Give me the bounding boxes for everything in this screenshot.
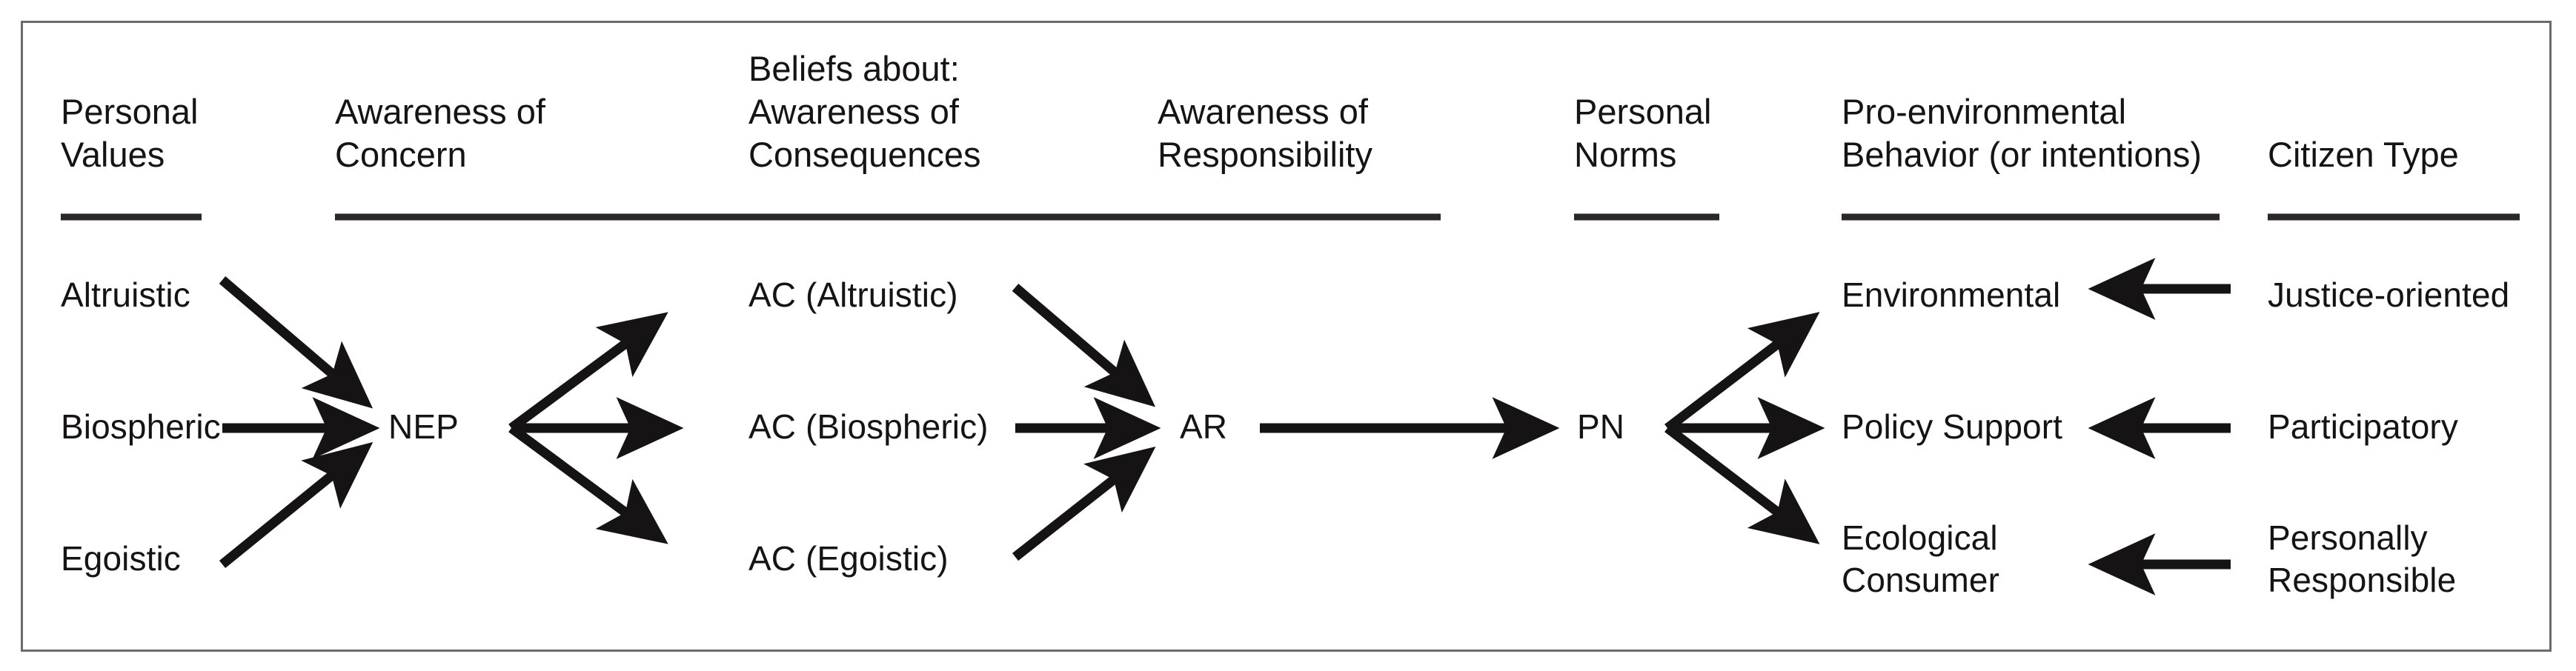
node-label-line: Consumer — [1842, 561, 1999, 599]
node-nep: NEP — [388, 407, 459, 446]
node-ar: AR — [1180, 407, 1228, 446]
header-line: Citizen Type — [2268, 135, 2459, 174]
column-header-awareness-of-responsibility: Awareness of Responsibility — [1158, 90, 1372, 176]
node-ac-egoistic: AC (Egoistic) — [748, 539, 949, 578]
node-label-line: Personally — [2268, 518, 2428, 557]
node-biospheric: Biospheric — [61, 407, 221, 446]
header-line: Pro-environmental — [1842, 92, 2127, 131]
node-label-line: Ecological — [1842, 518, 1998, 557]
node-pn: PN — [1577, 407, 1625, 446]
node-label-line: Responsible — [2268, 561, 2457, 599]
node-egoistic: Egoistic — [61, 539, 181, 578]
column-header-beliefs-about-consequences: Beliefs about: Awareness of Consequences — [748, 47, 981, 176]
header-line: Personal — [1574, 92, 1712, 131]
header-line: Beliefs about: — [748, 49, 960, 88]
node-environmental: Environmental — [1842, 276, 2061, 314]
node-participatory: Participatory — [2268, 407, 2458, 446]
column-header-citizen-type: Citizen Type — [2268, 133, 2459, 176]
header-line: Consequences — [748, 135, 981, 174]
header-line: Values — [61, 135, 165, 174]
header-line: Responsibility — [1158, 135, 1372, 174]
node-justice-oriented: Justice-oriented — [2268, 276, 2510, 314]
node-ac-biospheric: AC (Biospheric) — [748, 407, 989, 446]
node-altruistic: Altruistic — [61, 276, 190, 314]
node-ac-altruistic: AC (Altruistic) — [748, 276, 958, 314]
header-line: Norms — [1574, 135, 1677, 174]
node-policy-support: Policy Support — [1842, 407, 2062, 446]
header-line: Behavior (or intentions) — [1842, 135, 2202, 174]
header-line: Awareness of — [1158, 92, 1368, 131]
header-line: Awareness of — [748, 92, 959, 131]
column-header-awareness-of-concern: Awareness of Concern — [335, 90, 545, 176]
header-line: Concern — [335, 135, 467, 174]
header-line: Awareness of — [335, 92, 545, 131]
header-line: Personal — [61, 92, 199, 131]
